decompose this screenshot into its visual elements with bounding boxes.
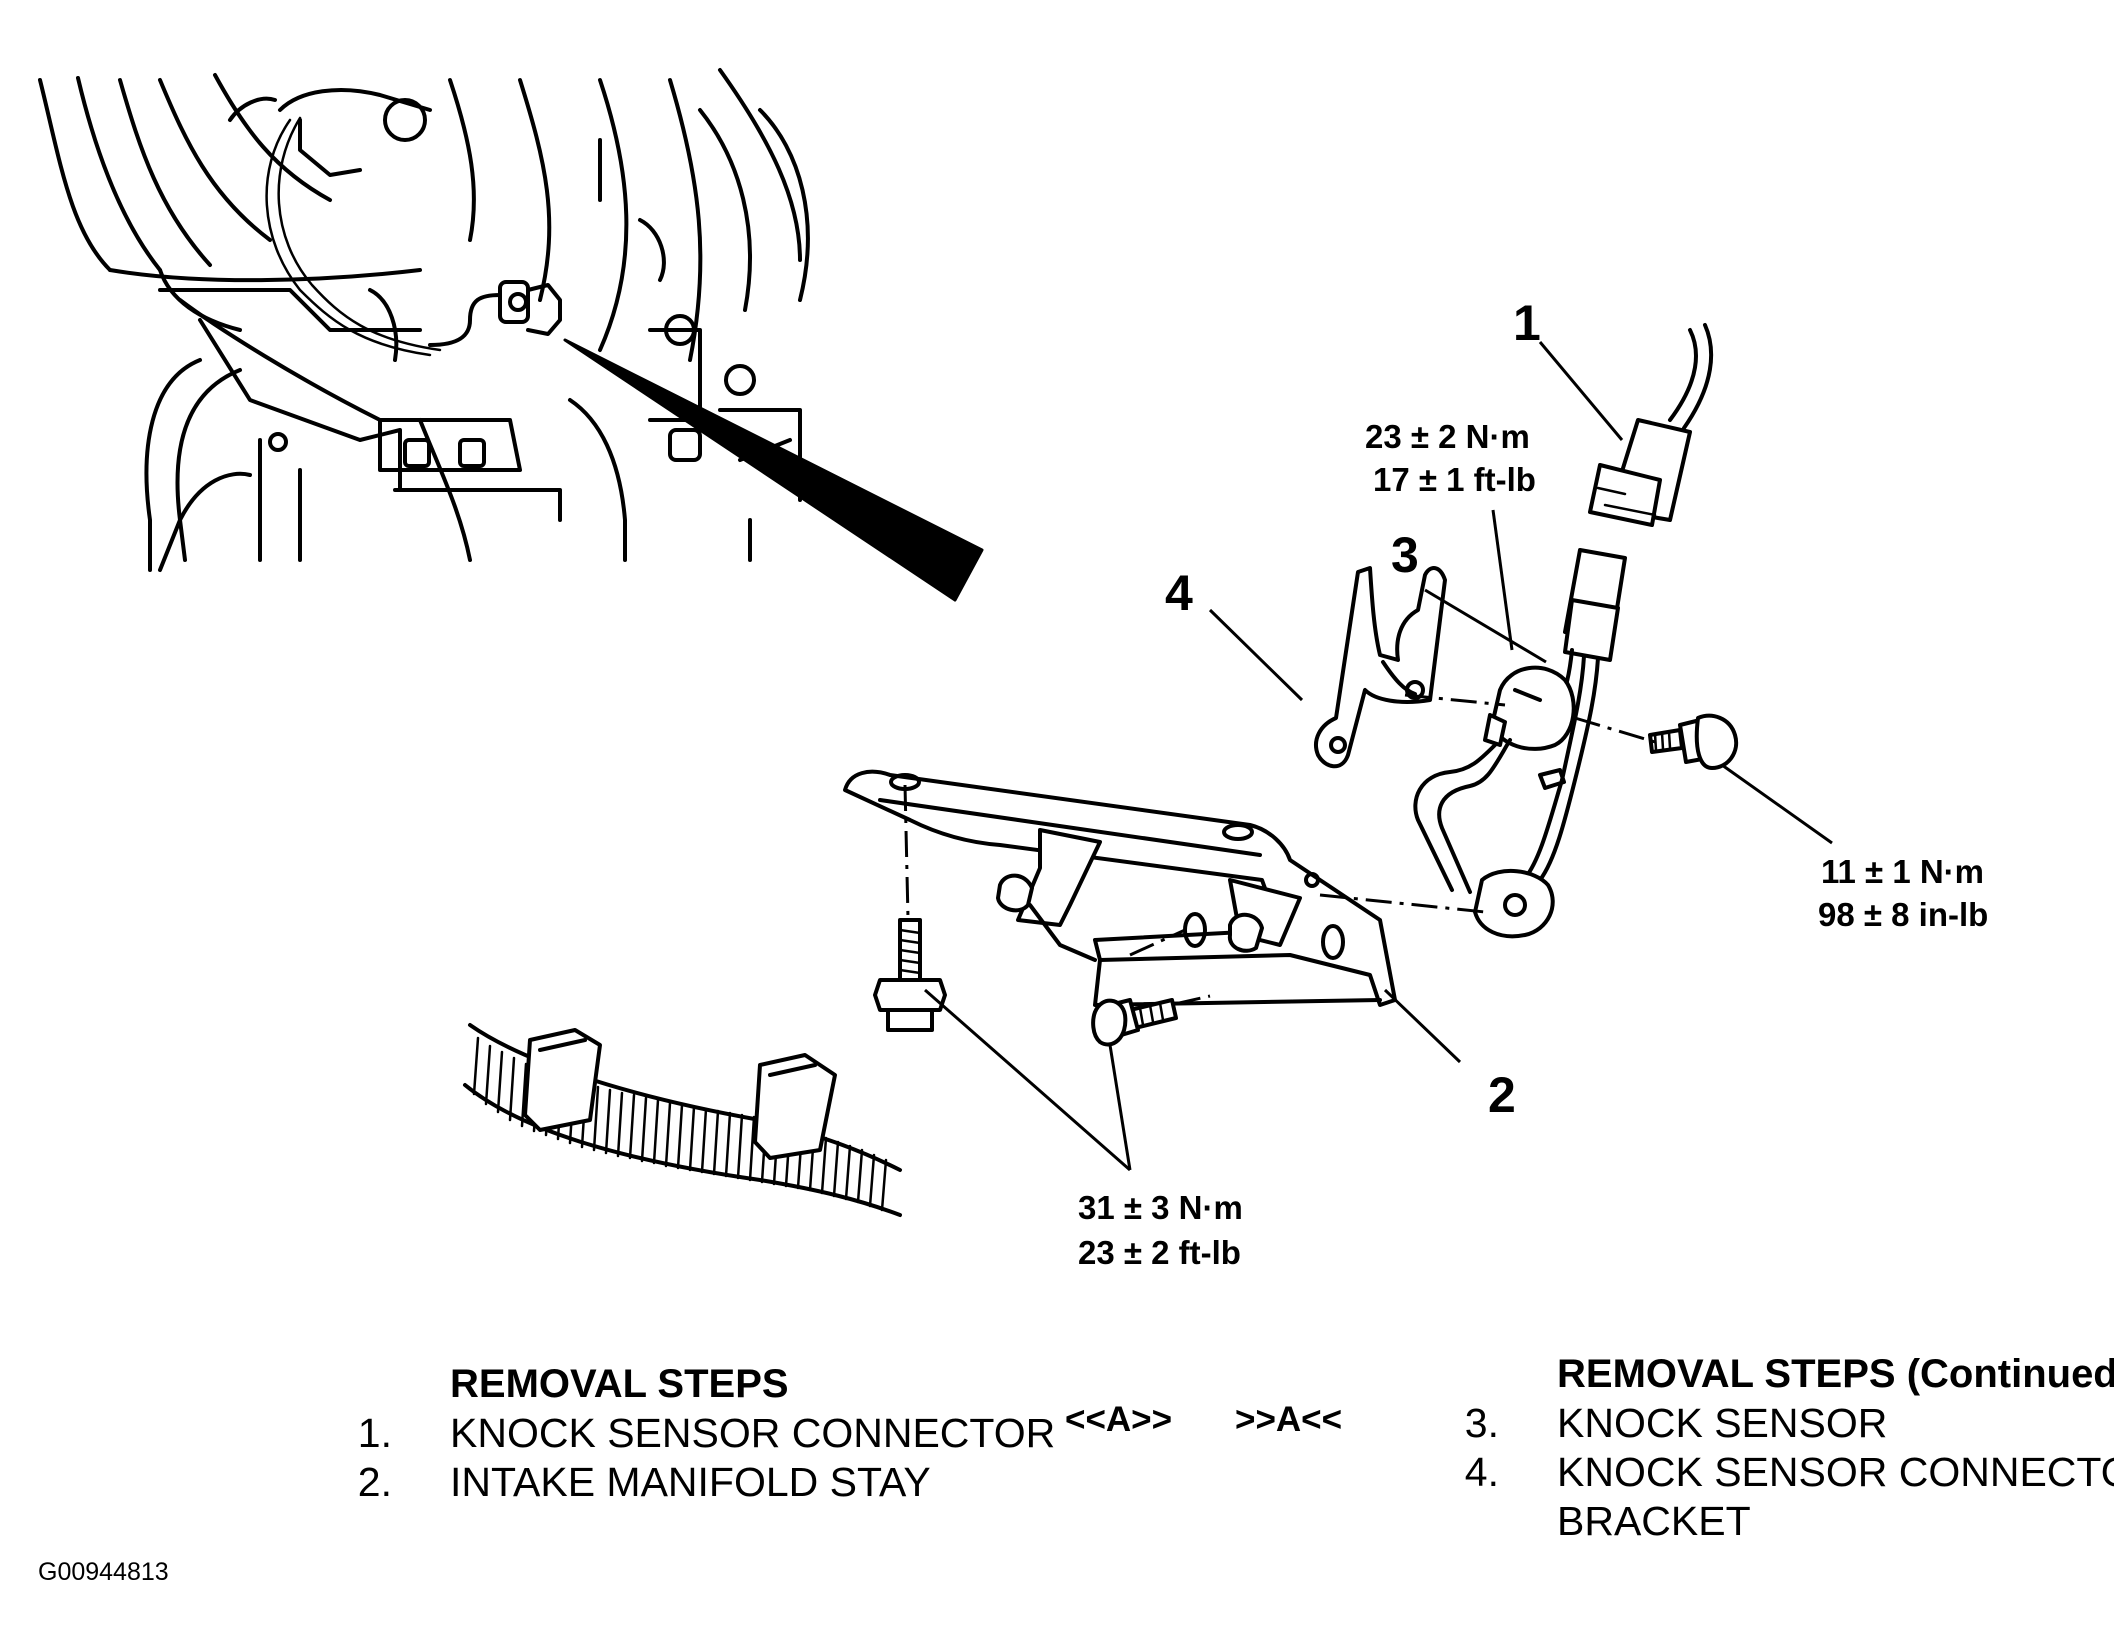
step-label: KNOCK SENSOR <box>1557 1400 1888 1446</box>
list-item: 4. KNOCK SENSOR CONNECTOR <box>1405 1448 2114 1497</box>
step-label: KNOCK SENSOR CONNECTOR <box>450 1410 1056 1456</box>
step-number: 4. <box>1464 1449 1499 1495</box>
bracket-bolt <box>1648 713 1739 770</box>
removal-steps-list: REMOVAL STEPS 1. KNOCK SENSOR CONNECTOR … <box>298 1360 1055 1507</box>
knock-sensor <box>1413 548 1627 939</box>
wiring-harness <box>463 1023 902 1217</box>
step-label-line2: BRACKET <box>1557 1498 1751 1544</box>
torque-bracket-bolt-imperial: 98 ± 8 in-lb <box>1818 896 1988 933</box>
step-number: 2. <box>357 1459 392 1505</box>
torque-sensor-imperial: 17 ± 1 ft-lb <box>1373 461 1536 498</box>
alignment-lines <box>903 693 1656 1006</box>
removal-steps-continued-list: REMOVAL STEPS (Continued) 3. KNOCK SENSO… <box>1405 1350 2114 1546</box>
list-item-continuation: BRACKET <box>1405 1497 2114 1546</box>
list-item: 3. KNOCK SENSOR <box>1405 1399 2114 1448</box>
removal-steps-continued-heading: REMOVAL STEPS (Continued) <box>1557 1352 2114 1396</box>
knock-sensor-connector-bracket <box>1314 566 1447 769</box>
stay-bolt-vertical <box>873 918 947 1032</box>
removal-service-marker: <<A>> <box>1065 1400 1173 1439</box>
list-item: 1. KNOCK SENSOR CONNECTOR <box>298 1409 1055 1458</box>
knock-sensor-connector <box>1588 323 1714 527</box>
torque-sensor-nm: 23 ± 2 N·m <box>1365 418 1530 455</box>
step-label: INTAKE MANIFOLD STAY <box>450 1459 931 1505</box>
intake-manifold-stay <box>843 769 1397 1007</box>
torque-bracket-bolt-nm: 11 ± 1 N·m <box>1821 853 1984 890</box>
removal-steps-heading: REMOVAL STEPS <box>450 1362 789 1406</box>
callout-4: 4 <box>1165 565 1193 621</box>
callout-1: 1 <box>1513 295 1541 351</box>
step-number: 1. <box>357 1410 392 1456</box>
figure-code: G00944813 <box>38 1558 169 1586</box>
step-label: KNOCK SENSOR CONNECTOR <box>1557 1449 2114 1495</box>
installation-service-marker: >>A<< <box>1235 1400 1343 1439</box>
leader-lines <box>924 341 1833 1172</box>
torque-stay-bolts-imperial: 23 ± 2 ft-lb <box>1078 1234 1241 1271</box>
engine-location-sketch <box>38 68 984 602</box>
callout-2: 2 <box>1488 1067 1516 1123</box>
stay-bolt-angled <box>1091 998 1178 1047</box>
torque-stay-bolts-nm: 31 ± 3 N·m <box>1078 1189 1243 1226</box>
step-number: 3. <box>1464 1400 1499 1446</box>
list-item: 2. INTAKE MANIFOLD STAY <box>298 1458 1055 1507</box>
callout-3: 3 <box>1391 527 1419 583</box>
